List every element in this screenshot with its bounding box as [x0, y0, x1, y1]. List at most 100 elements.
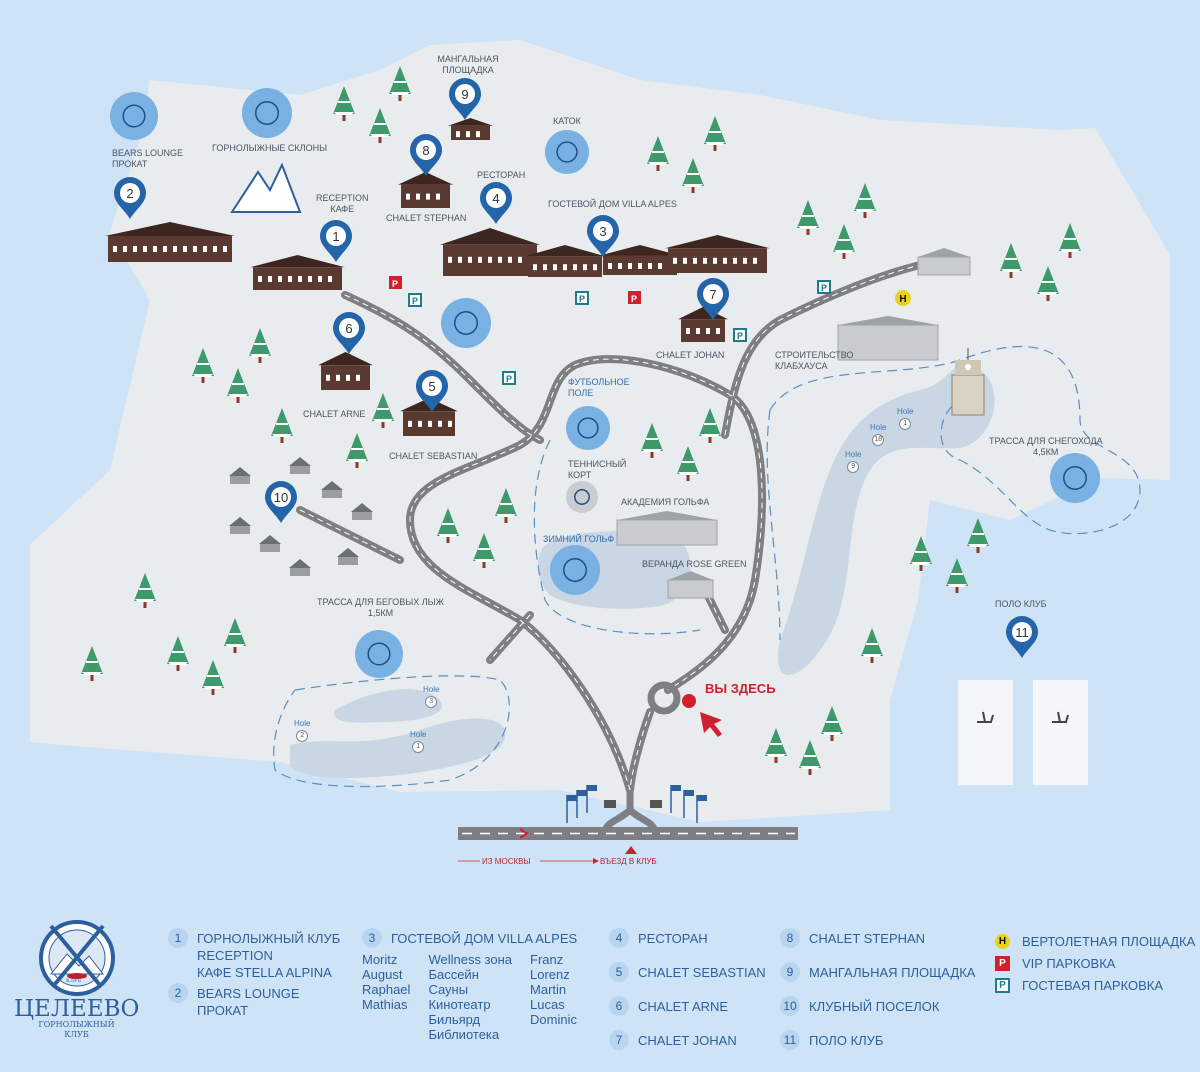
logo-subtitle-line: КЛУБ	[64, 1030, 89, 1039]
tree-icon	[346, 433, 368, 468]
cottage	[289, 559, 311, 576]
pin-number: 10	[274, 490, 288, 505]
gray-building	[667, 571, 714, 599]
label-polo: ПОЛО КЛУБ	[995, 599, 1047, 609]
label-text: BEARS LOUNGE	[112, 148, 184, 158]
room-name: Raphael	[362, 982, 411, 997]
pin-4[interactable]: 4	[480, 182, 512, 224]
pin-1[interactable]: 1	[320, 220, 352, 262]
legend-number: 1	[168, 928, 188, 948]
amenity: Бильярд	[428, 1012, 481, 1027]
hole-label: Hole	[870, 423, 887, 432]
tennis-icon	[566, 481, 598, 513]
cottage	[321, 481, 343, 498]
booth	[604, 800, 616, 808]
pin-number: 1	[332, 229, 339, 244]
legend-line: КАФЕ STELLA ALPINA	[197, 965, 332, 980]
pin-9[interactable]: 9	[449, 78, 481, 120]
pin-8[interactable]: 8	[410, 134, 442, 176]
tree-icon	[202, 660, 224, 695]
polo-field-1	[958, 680, 1013, 785]
pin-number: 8	[422, 143, 429, 158]
building	[600, 245, 680, 275]
hole-number: 1	[899, 418, 912, 430]
tree-icon	[224, 618, 246, 653]
label-rink: КАТОК	[553, 116, 581, 126]
tree-icon	[647, 136, 669, 171]
label-text: RECEPTION	[316, 193, 369, 203]
pin-10[interactable]: 10	[265, 481, 297, 523]
legend-text: КЛУБНЫЙ ПОСЕЛОК	[809, 999, 940, 1014]
pin-number: 4	[492, 191, 499, 206]
legend-text: CHALET SEBASTIAN	[638, 965, 766, 980]
label-restaurant: РЕСТОРАН	[477, 170, 526, 180]
pin-2[interactable]: 2	[114, 177, 146, 219]
trails	[273, 346, 1141, 788]
helipad-marker: H	[895, 290, 911, 306]
vip-parking-marker: P	[389, 276, 402, 289]
building	[398, 172, 453, 208]
guest-parking-marker: P	[408, 293, 422, 307]
label-golf-academy: АКАДЕМИЯ ГОЛЬФА	[621, 497, 710, 507]
guest-parking-marker: P	[817, 280, 831, 294]
pin-6[interactable]: 6	[333, 312, 365, 354]
label-bbq: МАНГАЛЬНАЯ ПЛОЩАДКА	[437, 54, 499, 75]
trees	[81, 66, 1081, 775]
pin-7[interactable]: 7	[697, 278, 729, 320]
logo-title: ЦЕЛЕЕВО	[14, 996, 140, 1022]
tree-icon	[1000, 243, 1022, 278]
label-you-are-here: ВЫ ЗДЕСЬ	[705, 681, 776, 696]
pin-number: 6	[345, 321, 352, 336]
rotunda	[951, 348, 985, 416]
legend-number: 4	[609, 928, 629, 948]
snowmobile-icon	[1050, 453, 1100, 503]
golf-icon	[550, 545, 600, 595]
tree-icon	[833, 224, 855, 259]
room-name: Franz	[530, 952, 564, 967]
flag-icon	[683, 790, 694, 818]
hole-label: Hole	[845, 450, 862, 459]
pin-5[interactable]: 5	[416, 370, 448, 412]
hole-label: Hole	[294, 719, 311, 728]
legend-text: ПОЛО КЛУБ	[809, 1033, 884, 1048]
label-chalet-sebastian: CHALET SEBASTIAN	[389, 451, 478, 461]
pin-3[interactable]: 3	[587, 215, 619, 257]
pin-11[interactable]: 11	[1006, 616, 1038, 658]
label-slopes: ГОРНОЛЫЖНЫЕ СКЛОНЫ	[212, 143, 328, 153]
guest-parking-marker: P	[502, 371, 516, 385]
label-chalet-arne: CHALET ARNE	[303, 409, 366, 419]
roads	[296, 261, 924, 794]
guest-parking-marker: P	[733, 328, 747, 342]
legend-text: CHALET JOHAN	[638, 1033, 737, 1048]
pin-number: 5	[428, 379, 435, 394]
legend-item-1: 1 ГОРНОЛЫЖНЫЙ КЛУБ RECEPTION КАФЕ STELLA…	[168, 928, 341, 981]
legend-number: 7	[609, 1030, 629, 1050]
parking-symbol: P	[631, 294, 637, 304]
label-text: ТРАССА ДЛЯ СНЕГОХОДА	[989, 436, 1103, 446]
lake-left-1	[334, 689, 442, 723]
label-text: КАФЕ	[330, 204, 355, 214]
hole-label: Hole	[423, 685, 440, 694]
legend-number: 2	[168, 983, 188, 1003]
legend-column-2: 3 ГОСТЕВОЙ ДОМ VILLA ALPES Moritz August…	[362, 928, 577, 1042]
legend-line: ГОРНОЛЫЖНЫЙ КЛУБ	[197, 931, 341, 946]
tree-icon	[677, 446, 699, 481]
lake-right	[778, 365, 995, 675]
building	[318, 352, 373, 390]
flag-icon	[696, 795, 707, 823]
tree-icon	[81, 646, 103, 681]
road-center-line	[704, 589, 726, 631]
tree-icon	[821, 706, 843, 741]
guest-parking-icon: P	[995, 978, 1010, 993]
tree-icon	[854, 183, 876, 218]
pin-number: 11	[1015, 625, 1029, 640]
